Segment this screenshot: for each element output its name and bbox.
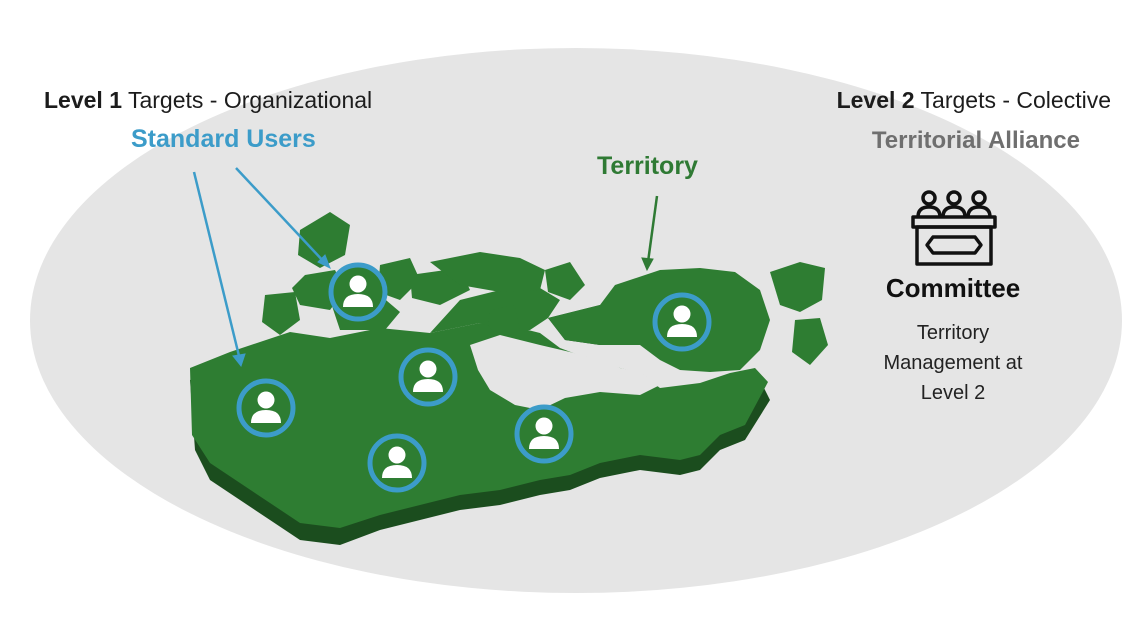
standard-users-label: Standard Users [131, 125, 316, 153]
committee-title: Committee [885, 273, 1021, 303]
user-avatar-icon [331, 265, 385, 319]
committee-line: Level 2 [920, 382, 986, 404]
level2-bold: Level 2 [836, 87, 915, 113]
user-avatar-icon [517, 407, 571, 461]
level1-heading: Level 1 Targets - Organizational [44, 87, 372, 114]
arrow-standard-users-2 [235, 167, 327, 265]
territorial-alliance-label: Territorial Alliance [871, 127, 1080, 154]
arrow-standard-users-1 [192, 171, 242, 361]
committee-podium-icon [911, 190, 997, 266]
level1-rest: Targets - Organizational [122, 87, 373, 113]
arrows [192, 167, 659, 368]
committee-description: Territory Management at Level 2 [853, 318, 1053, 408]
arrow-territory [646, 195, 659, 263]
user-avatar-icon [655, 295, 709, 349]
committee-line: Management at [883, 352, 1023, 374]
level2-rest: Targets - Colective [914, 87, 1111, 113]
level1-bold: Level 1 [44, 87, 122, 113]
level2-heading: Level 2 Targets - Colective [837, 87, 1111, 114]
territory-label: Territory [597, 152, 698, 180]
committee-line: Territory [916, 322, 990, 344]
user-avatar-icon [239, 381, 293, 435]
user-avatar-icon [401, 350, 455, 404]
user-avatar-icon [370, 436, 424, 490]
hudson-bay [470, 335, 660, 410]
